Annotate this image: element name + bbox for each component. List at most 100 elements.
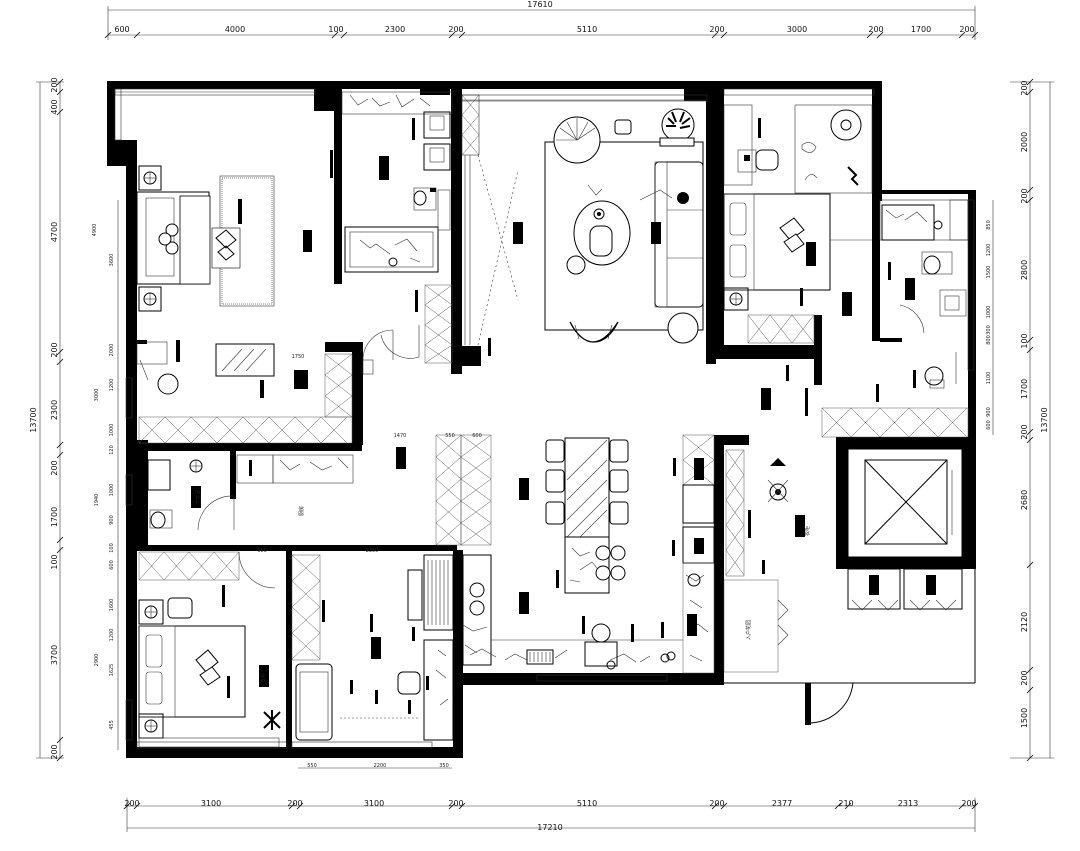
dimension-tick [711,31,719,39]
dimension-tick [1026,78,1034,86]
left-seg-9: 200 [50,744,59,759]
inner-left-7: 1625 [109,664,115,677]
left-seg-6: 1700 [50,507,59,527]
dimension-tick [448,31,456,39]
dimension-tick [720,31,728,39]
inner-right-6: 1200 [986,244,992,257]
wardrobe-label-1: 衣柜 [804,526,811,536]
dimension-tick [123,802,131,810]
dimension-tick [1026,196,1034,204]
dimension-tick [876,31,884,39]
left-seg-8: 3700 [50,645,59,665]
left-seg-4: 2300 [50,400,59,420]
left-seg-0: 200 [50,77,59,92]
left-seg-1: 400 [50,99,59,114]
inner-left-14: 455 [109,720,115,730]
bottom-seg-0: 200 [124,799,139,808]
inner-bottom-0: 550 [307,763,317,769]
inner-right-3: 800 [986,335,992,345]
dimension-tick [56,88,64,96]
inner-left-5: 1940 [94,494,100,507]
right-bedroom [723,104,873,344]
inner-left-0: 4900 [92,224,98,237]
dimension-tick [458,802,466,810]
dim-label-600: 600 [472,433,482,439]
dimension-tick [971,31,979,39]
dimension-tick [1026,88,1034,96]
dimension-tick [971,802,979,810]
top-seg-8: 200 [868,25,883,34]
interior-walls [137,89,976,747]
dim-label-660: 660 [257,548,267,554]
dimension-tick [133,802,141,810]
dimension-tick [958,802,966,810]
dimension-tick [56,736,64,744]
pillow-icon [779,217,805,253]
dim-label-2350: 2350 [366,548,379,554]
study [295,554,454,741]
top-seg-2: 100 [328,25,343,34]
lounge-chair-icon [569,321,619,343]
nightstand-icon [138,165,162,312]
master-bath [341,91,453,364]
dimension-tick [56,348,64,356]
dimension-tick [458,31,466,39]
kitchen-chair-icon [584,623,618,667]
inner-right-1: 1500 [986,266,992,279]
top-seg-1: 4000 [225,25,245,34]
inner-bottom-dimensions: 550 2200 350 [298,763,452,769]
bottom-seg-1: 3100 [201,799,221,808]
top-seg-3: 2300 [385,25,405,34]
left-seg-2: 4700 [50,222,59,242]
master-bedroom [136,150,353,444]
inner-left-1: 3600 [109,254,115,267]
elevator-doors [847,568,963,611]
dimension-tick [1026,346,1034,354]
living-room [461,94,706,356]
right-seg-5: 1700 [1020,379,1029,399]
inner-right-4: 1100 [986,372,992,385]
coffee-table-icon [573,184,631,266]
right-seg-7: 2680 [1020,490,1029,510]
bathtub-icon [344,226,439,273]
dimension-tick [1026,336,1034,344]
left-dimensions: 13700 200 400 4700 200 2300 200 1700 100… [29,77,64,762]
dimension-tick [720,802,728,810]
bottom-seg-4: 200 [448,799,463,808]
dim-label-1750: 1750 [292,354,305,360]
dimension-tick [1026,186,1034,194]
dimension-tick [288,802,296,810]
inner-right-5: 900 [986,407,992,417]
right-seg-1: 2000 [1020,132,1029,152]
top-seg-6: 200 [709,25,724,34]
exterior-walls [107,81,976,758]
right-seg-10: 1500 [1020,708,1029,728]
pillow-icon-2 [195,649,221,686]
right-dimensions: 13700 200 2000 200 2800 100 1700 200 268… [1010,78,1054,762]
left-seg-7: 100 [50,554,59,569]
dimension-tick [331,31,339,39]
dimension-tick [844,802,852,810]
inner-left-10: 1200 [109,629,115,642]
inner-right-0: 850 [986,220,992,230]
dimension-tick [296,802,304,810]
dimension-tick [56,546,64,554]
right-seg-3: 2800 [1020,260,1029,280]
dining-kitchen [396,434,715,674]
left-seg-3: 200 [50,342,59,357]
right-seg-9: 200 [1020,670,1029,685]
dimension-tick [56,358,64,366]
dim-label-1470: 1470 [394,433,407,439]
dimension-tick [56,536,64,544]
inner-bottom-2: 350 [439,763,449,769]
inner-right-dimensions: 850 1500 1000 800 1100 900 1200 600 300 [986,200,994,435]
bottom-seg-6: 200 [709,799,724,808]
elevator-shaft [847,448,963,558]
inner-left-2: 1200 [109,379,115,392]
dimension-tick [340,31,348,39]
second-bedroom [138,551,321,748]
bottom-dimensions: 200 3100 200 3100 200 5110 200 2377 210 … [123,798,979,832]
left-total-label: 13700 [29,407,38,432]
right-bath [761,199,969,438]
room-labels: 衣柜 衣柜 卫生间 [195,489,811,683]
